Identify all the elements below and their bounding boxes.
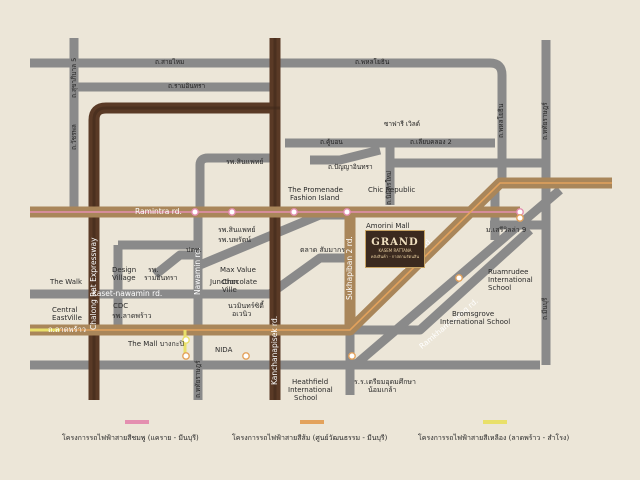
legend-yellow-label: โครงการรถไฟฟ้าสายสีเหลือง (ลาดพร้าว - สำ…	[418, 434, 570, 442]
place-label: School	[488, 284, 512, 292]
road-label: ถ.มีนบุรี	[541, 297, 549, 320]
place-label: International	[488, 276, 533, 284]
place-label: น้อมเกล้า	[368, 386, 397, 394]
place-label: Heathfield	[292, 378, 329, 386]
road-label: Chalong Rat Expressway	[89, 237, 98, 330]
legend-orange-swatch	[300, 420, 324, 424]
place-label: Junction	[210, 278, 239, 286]
chalong-rat-expressway	[88, 102, 280, 400]
place-label: School	[294, 394, 318, 402]
road-label: ถ.เลียบคลอง 2	[410, 138, 452, 146]
road-label: ถ.พหลโยธิน	[355, 58, 390, 66]
road-label: Ramintra rd.	[135, 207, 182, 216]
place-label: Max Value	[220, 266, 256, 274]
place-label: The Mall บางกะปิ	[128, 340, 184, 348]
place-label: รพ.สินแพทย์	[218, 226, 256, 234]
place-label: NIDA	[215, 346, 233, 354]
place-label: International School	[440, 318, 511, 326]
sai-mai-road	[30, 58, 507, 185]
road-label: ถ.คู้บอน	[320, 138, 343, 146]
place-label: Bromsgrove	[452, 310, 495, 318]
place-label: นวมินทร์ซิตี้	[228, 302, 264, 310]
road-label: ถ.สุขาภิบาล 5	[70, 57, 78, 98]
road-label: ซาฟารี เวิลด์	[384, 120, 420, 128]
project-tagline: คลังสินค้า · กาสตามรัตนสิน	[370, 254, 420, 259]
orange-station	[455, 274, 463, 282]
place-label: อเวนิว	[232, 310, 252, 318]
orange-line-route	[30, 182, 612, 331]
place-label: ตลาด สัมมากร	[300, 246, 345, 254]
project-marker[interactable]: GRAND KASEM RATTANA คลังสินค้า · กาสตามร…	[365, 230, 425, 268]
place-label: Ruamrudee	[488, 268, 529, 276]
place-label: Design	[112, 266, 137, 274]
legend-pink-swatch	[125, 420, 149, 424]
orange-station	[242, 352, 250, 360]
orange-station	[516, 214, 524, 222]
place-label: รพ.	[148, 266, 159, 274]
place-label: Ville	[222, 286, 237, 294]
road-label: ถ.ลาดพร้าว	[48, 325, 86, 334]
inner-road-2	[152, 250, 200, 279]
place-label: EastVille	[52, 314, 82, 322]
road-label: ถ.ปัญญาอินทรา	[328, 163, 373, 171]
kaset-nawamin-road	[30, 253, 345, 299]
legend-orange-label: โครงการรถไฟฟ้าสายสีส้ม (ศูนย์วัฒนธรรม - …	[232, 434, 388, 442]
place-label: International	[288, 386, 333, 394]
place-label: Village	[112, 274, 136, 282]
road-label: ถ.หทัยราษฎร์	[541, 102, 549, 140]
place-label: รพ.นพรัตน์	[218, 236, 252, 244]
project-name: GRAND	[371, 237, 419, 248]
place-label: รพ.ลาดพร้าว	[112, 312, 152, 320]
pink-station	[228, 208, 236, 216]
place-label: The Walk	[50, 278, 83, 286]
pink-station	[343, 208, 351, 216]
place-label: Amorini Mall	[366, 222, 410, 230]
pink-station	[191, 208, 199, 216]
place-label: รพ.สินแพทย์	[226, 158, 264, 166]
orange-station	[182, 352, 190, 360]
road-label: ถ.รามอินทรา	[168, 82, 206, 90]
place-label: CDC	[113, 302, 129, 310]
road-label: Nawamin rd.	[193, 247, 202, 295]
road-label: ถ.พหลโยธิน	[497, 103, 505, 138]
fashion-loop-road	[195, 153, 270, 210]
yellow-station	[182, 336, 190, 344]
pink-station	[290, 208, 298, 216]
road-label: Kanchanapisek rd.	[270, 315, 279, 385]
place-label: ร.ร.เตรียมอุดมศึกษา	[354, 378, 416, 386]
place-label: Chic Republic	[368, 186, 416, 194]
place-label: ปตท.	[186, 246, 202, 254]
road-label: Kaset-nawamin rd.	[92, 289, 163, 298]
place-label: Chocolate	[222, 278, 258, 286]
legend-yellow-swatch	[483, 420, 507, 424]
orange-station	[348, 352, 356, 360]
place-label: ม.เสรีวิลล่า 9	[486, 226, 527, 234]
road-label: ถ.หทัยราษฎร์	[194, 360, 202, 398]
road-label: ถ.สายไหม	[155, 58, 185, 66]
place-label: Fashion Island	[290, 194, 340, 202]
place-label: Central	[52, 306, 78, 314]
place-label: รามอินทรา	[144, 274, 178, 282]
legend-pink-label: โครงการรถไฟฟ้าสายสีชมพู (แคราย - มีนบุรี…	[62, 434, 199, 442]
project-subtitle: KASEM RATTANA	[378, 248, 412, 253]
panya-indra-road	[310, 145, 382, 165]
road-label: Sukhapiban 2 rd.	[345, 236, 354, 300]
road-label: ถ.วัชรพล	[70, 124, 78, 150]
place-label: The Promenade	[288, 186, 343, 194]
